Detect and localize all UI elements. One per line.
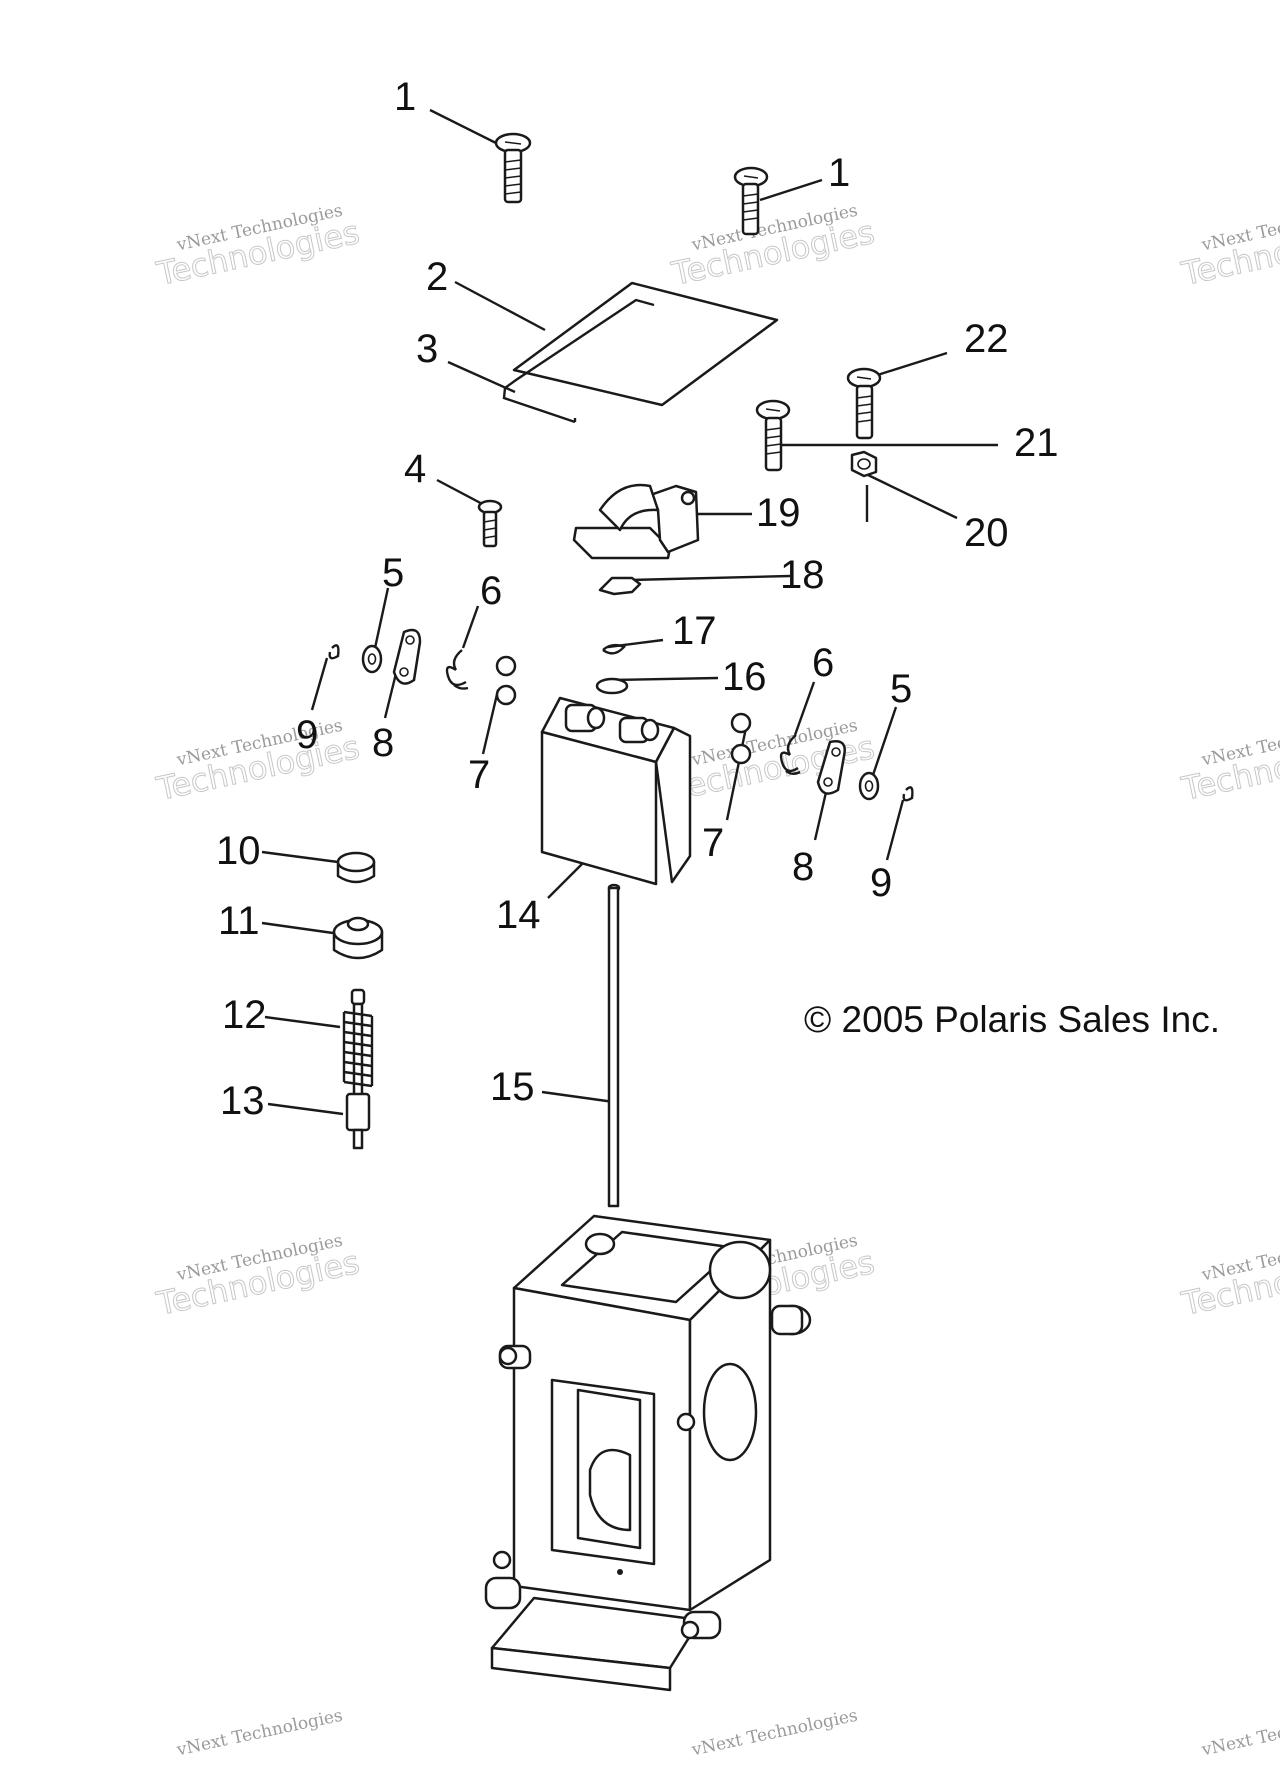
leader-20 [867,473,958,520]
gasket [502,298,655,424]
leader-7a [481,689,500,755]
callout-9-left: 9 [296,713,318,757]
spring-plunger-12-13 [342,988,374,1150]
bushing-10 [336,851,376,884]
callout-21: 21 [1014,421,1059,465]
main-block [540,696,692,886]
callout-7-left: 7 [468,753,490,797]
washer-5-left [361,644,383,674]
leader-9b [885,799,905,861]
callout-labels: 1 1 2 3 4 5 6 7 8 9 10 11 12 13 14 15 16… [216,75,1059,1123]
screw-21 [755,399,791,472]
watermark-4: Technologies vNext Technologies [667,716,878,809]
callout-15: 15 [490,1065,535,1109]
e-clip-9-left [328,644,340,660]
spring-6-left [445,649,469,690]
leader-6a [461,605,480,649]
screw-1-left [494,132,532,204]
bracket [572,483,700,560]
clip [598,576,642,596]
link-8-right [816,740,846,795]
callout-1-left: 1 [394,75,416,119]
leader-10 [261,850,339,864]
callout-18: 18 [780,553,825,597]
watermark-10: vNext Technologies [174,1706,344,1761]
bushing-7-right [730,712,752,765]
leader-22 [867,351,948,380]
screw-4 [477,499,503,548]
callout-22: 22 [964,317,1009,361]
leader-11 [261,921,334,935]
callout-12: 12 [222,993,267,1037]
watermark-1: Technologies vNext Technologies [152,201,363,294]
leader-1a [429,108,501,147]
watermark-small-text: vNext Technologies [689,1706,859,1761]
callout-7-right: 7 [702,821,724,865]
callout-14: 14 [496,893,541,937]
leader-2 [454,280,546,332]
callout-16: 16 [722,655,767,699]
leader-1b [759,178,823,202]
watermark-2: Technologies vNext Technologies [667,201,878,294]
callout-5-left: 5 [382,551,404,595]
callout-13: 13 [220,1079,265,1123]
leader-lines [261,108,998,1116]
callout-1-right: 1 [828,151,850,195]
leader-6b [793,681,816,736]
callout-19: 19 [756,491,801,535]
screw-1-right [733,166,769,236]
leader-7b [725,717,750,821]
callout-10: 10 [216,829,261,873]
watermark-small-text: vNext Technologies [1199,1706,1280,1761]
copyright-notice: © 2005 Polaris Sales Inc. [804,999,1220,1040]
throttle-body-housing [484,1214,812,1692]
leader-9a [310,657,329,711]
nut-11 [332,916,384,960]
callout-8-right: 8 [792,845,814,889]
callout-11: 11 [218,899,260,943]
cover-plate [512,281,779,407]
callout-17: 17 [672,609,717,653]
nut-20 [850,450,878,522]
callout-3: 3 [416,327,438,371]
rod-15 [607,883,621,1208]
watermark-8: Technologies vNext Technologies [1177,716,1280,809]
leader-18 [629,574,791,582]
screw-22 [846,367,882,440]
link-8-left [392,628,422,685]
watermark-5: Technologies vNext Technologies [152,1231,363,1324]
washer-5-right [858,771,880,801]
leader-16 [609,676,719,682]
callout-20: 20 [964,511,1009,555]
spring-6-right [779,734,801,775]
e-clip-9-right [902,786,914,802]
leader-5b [871,706,898,776]
watermark-3: Technologies vNext Technologies [152,716,363,809]
callout-8-left: 8 [372,721,394,765]
leader-13 [267,1102,344,1116]
watermark-12: vNext Technologies [1199,1706,1280,1761]
callout-9-right: 9 [870,861,892,905]
callout-6-right: 6 [812,641,834,685]
watermark-7: Technologies vNext Technologies [1177,201,1280,294]
leader-5a [373,587,390,649]
leader-12 [264,1015,341,1029]
watermark-9: Technologies vNext Technologies [1177,1231,1280,1324]
callout-6-left: 6 [480,569,502,613]
watermark-small-text: vNext Technologies [174,1706,344,1761]
callout-5-right: 5 [890,667,912,711]
leader-15 [541,1090,615,1104]
washer-16 [595,677,629,695]
leader-3 [447,360,516,394]
small-clip [602,643,627,655]
callout-2: 2 [426,255,448,299]
bushing-7-left [495,655,517,706]
watermark-11: vNext Technologies [689,1706,859,1761]
callout-4: 4 [404,447,426,491]
